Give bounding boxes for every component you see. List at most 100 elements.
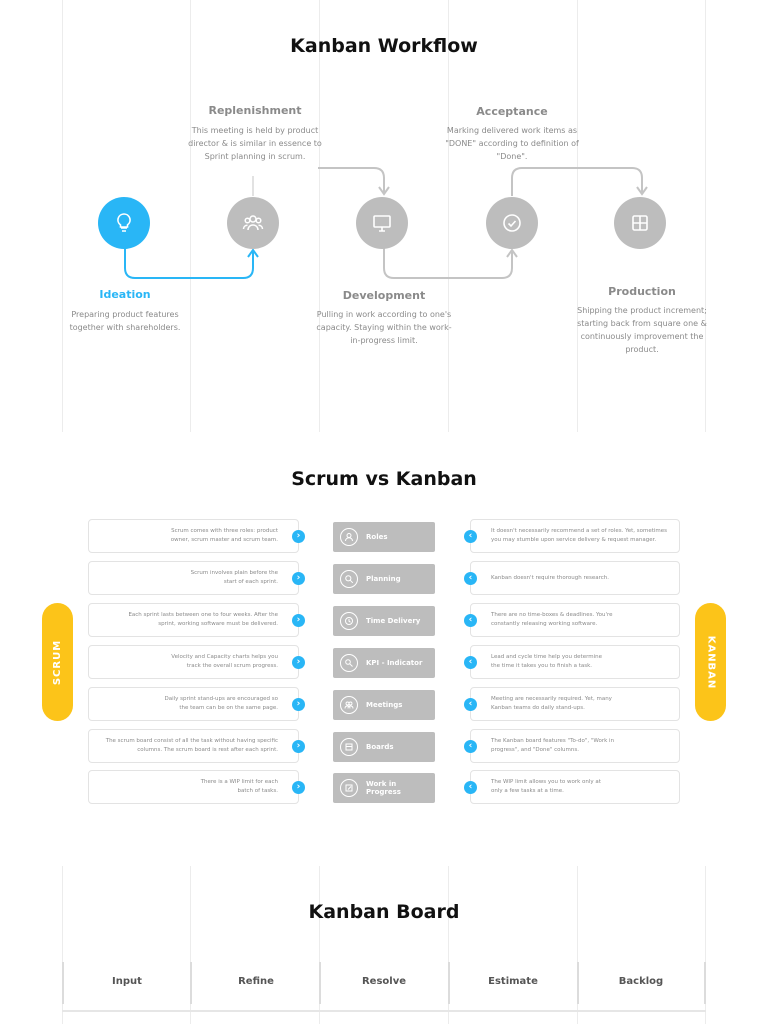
column-divider xyxy=(577,962,579,1004)
category-label: Boards xyxy=(366,743,394,751)
grid-line xyxy=(62,866,63,1024)
scrum-text: Scrum comes with three roles: product ow… xyxy=(170,528,278,543)
lightbulb-icon xyxy=(117,213,131,232)
grid-line xyxy=(448,866,449,1024)
category-label: Roles xyxy=(366,533,388,541)
category-wip: Work in Progress xyxy=(333,773,435,803)
checkmark-icon xyxy=(503,214,521,232)
replenishment-title: Replenishment xyxy=(208,104,302,117)
ideation-desc: Preparing product features together with… xyxy=(69,310,181,332)
search-icon xyxy=(340,570,358,588)
kanban-row-kpi: ‹ Lead and cycle time help you determine… xyxy=(464,645,680,679)
column-backlog[interactable]: Backlog xyxy=(618,976,664,987)
production-desc: Shipping the product increment; starting… xyxy=(577,306,707,354)
kanban-label: KANBAN xyxy=(705,635,716,689)
kanban-pill: KANBAN xyxy=(695,603,726,721)
grid-line xyxy=(62,0,63,432)
board-title: Kanban Board xyxy=(308,901,460,923)
people-icon xyxy=(242,215,264,231)
kanban-text: There are no time-boxes & deadlines. You… xyxy=(491,612,613,627)
chevron-left-icon: ‹ xyxy=(464,656,477,669)
chevron-right-icon: › xyxy=(292,740,305,753)
board-icon xyxy=(340,738,358,756)
ideation-title: Ideation xyxy=(99,288,151,301)
category-label: KPI - Indicator xyxy=(366,659,423,667)
column-resolve[interactable]: Resolve xyxy=(361,976,407,987)
column-refine[interactable]: Refine xyxy=(238,976,274,987)
category-label: Time Delivery xyxy=(366,617,421,625)
kanban-text: Kanban doesn't require thorough research… xyxy=(491,574,610,581)
grid-line xyxy=(577,866,578,1024)
grid-line xyxy=(319,0,320,432)
category-planning: Planning xyxy=(333,564,435,594)
development-node[interactable] xyxy=(356,197,408,249)
grid-icon xyxy=(632,215,648,231)
scrum-row-meetings: Daily sprint stand-ups are encouraged so… xyxy=(88,687,305,721)
user-icon xyxy=(340,528,358,546)
kanban-text: The Kanban board features "To-do", "Work… xyxy=(491,738,615,753)
chevron-left-icon: ‹ xyxy=(464,781,477,794)
acceptance-node[interactable] xyxy=(486,197,538,249)
category-boards: Boards xyxy=(333,732,435,762)
chevron-left-icon: ‹ xyxy=(464,740,477,753)
chevron-right-icon: › xyxy=(292,530,305,543)
production-node[interactable] xyxy=(614,197,666,249)
scrum-label: SCRUM xyxy=(52,639,63,685)
chevron-left-icon: ‹ xyxy=(464,572,477,585)
development-title: Development xyxy=(342,289,426,302)
chevron-right-icon: › xyxy=(292,656,305,669)
kanban-row-meetings: ‹ Meeting are necessarily required. Yet,… xyxy=(464,687,680,721)
grid-line xyxy=(705,866,706,1024)
scrum-row-time-delivery: Each sprint lasts between one to four we… xyxy=(88,603,305,637)
scrum-text: Daily sprint stand-ups are encouraged so… xyxy=(164,696,278,711)
kanban-text: Lead and cycle time help you determine t… xyxy=(491,654,603,669)
acceptance-title: Acceptance xyxy=(476,105,548,118)
kanban-row-time-delivery: ‹ There are no time-boxes & deadlines. Y… xyxy=(464,603,680,637)
category-kpi: KPI - Indicator xyxy=(333,648,435,678)
scrum-row-boards: The scrum board consist of all the task … xyxy=(88,729,305,763)
production-title: Production xyxy=(608,285,676,298)
column-divider xyxy=(448,962,450,1004)
scrum-row-wip: There is a WIP limit for each batch of t… xyxy=(88,770,305,804)
category-label: Planning xyxy=(366,575,401,583)
monitor-icon xyxy=(373,215,391,232)
grid-line xyxy=(190,0,191,432)
grid-line xyxy=(705,0,706,432)
grid-line xyxy=(448,0,449,432)
chevron-left-icon: ‹ xyxy=(464,614,477,627)
scrum-text: Velocity and Capacity charts helps you t… xyxy=(171,654,278,669)
category-label: Work in Progress xyxy=(366,780,401,796)
people-icon xyxy=(340,696,358,714)
ideation-node[interactable] xyxy=(98,197,150,249)
grid-line xyxy=(319,866,320,1024)
chevron-left-icon: ‹ xyxy=(464,530,477,543)
clock-icon xyxy=(340,612,358,630)
replenishment-desc: This meeting is held by product director… xyxy=(188,126,322,161)
chevron-right-icon: › xyxy=(292,781,305,794)
chevron-right-icon: › xyxy=(292,698,305,711)
column-divider xyxy=(62,962,64,1004)
scrum-row-planning: Scrum involves plain before the start of… xyxy=(88,561,305,595)
column-divider xyxy=(319,962,321,1004)
replenishment-node[interactable] xyxy=(227,197,279,249)
category-label: Meetings xyxy=(366,701,403,709)
kanban-text: It doesn't necessarily recommend a set o… xyxy=(491,528,668,543)
column-estimate[interactable]: Estimate xyxy=(488,976,538,987)
development-desc: Pulling in work according to one's capac… xyxy=(316,310,452,345)
kanban-text: Meeting are necessarily required. Yet, m… xyxy=(491,696,612,711)
board-header-underline xyxy=(62,1010,706,1012)
column-divider xyxy=(704,962,706,1004)
scrum-text: Scrum involves plain before the start of… xyxy=(190,570,278,585)
scrum-text: The scrum board consist of all the task … xyxy=(105,738,278,753)
scrum-text: There is a WIP limit for each batch of t… xyxy=(200,779,278,794)
chevron-left-icon: ‹ xyxy=(464,698,477,711)
scrum-text: Each sprint lasts between one to four we… xyxy=(128,612,278,627)
category-roles: Roles xyxy=(333,522,435,552)
kanban-row-planning: ‹ Kanban doesn't require thorough resear… xyxy=(464,561,680,595)
comparison-title: Scrum vs Kanban xyxy=(291,468,477,490)
acceptance-desc: Marking delivered work items as "DONE" a… xyxy=(445,126,579,161)
column-input[interactable]: Input xyxy=(112,976,142,987)
category-time-delivery: Time Delivery xyxy=(333,606,435,636)
grid-line xyxy=(577,0,578,432)
kanban-row-boards: ‹ The Kanban board features "To-do", "Wo… xyxy=(464,729,680,763)
